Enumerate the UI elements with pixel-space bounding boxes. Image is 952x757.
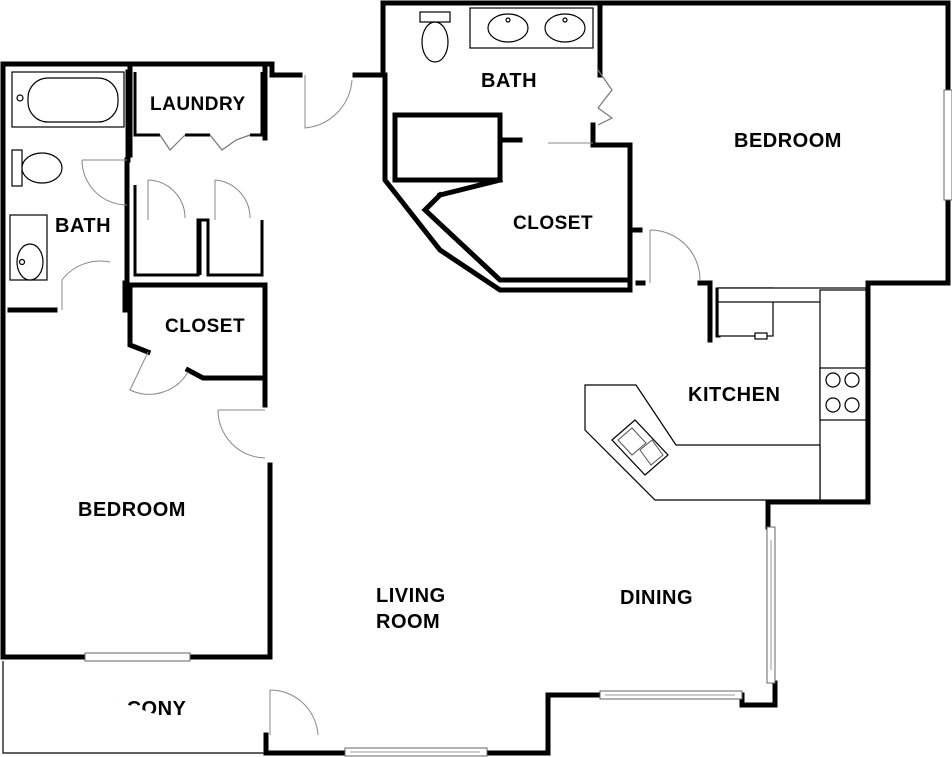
room-label-dining: DINING: [620, 587, 693, 609]
fixtures: [9, 7, 867, 501]
window-bedroom-right: [943, 89, 952, 201]
interior-walls: [7, 0, 721, 408]
stove-icon: [819, 367, 867, 421]
room-label-closet-left: CLOSET: [165, 316, 245, 337]
balcony-outline: [2, 661, 266, 754]
room-label-living-line1: LIVING: [376, 585, 446, 607]
room-label-laundry: LAUNDRY: [150, 94, 246, 115]
room-label-bedroom-right: BEDROOM: [734, 130, 842, 152]
kitchen-sink-icon: [611, 419, 669, 476]
toilet-icon: [419, 11, 451, 63]
sink-icon: [9, 214, 48, 281]
room-label-bedroom-left: BEDROOM: [78, 499, 186, 521]
room-label-kitchen: KITCHEN: [688, 384, 780, 406]
windows: [84, 89, 952, 757]
toilet-icon: [11, 149, 63, 187]
doors: [61, 69, 701, 736]
room-label-closet-right: CLOSET: [513, 213, 593, 234]
room-label-bath-left: BATH: [55, 215, 111, 237]
room-labels: LAUNDRY BATH CLOSET BEDROOM BALCONY LIVI…: [55, 70, 842, 720]
bathtub-icon: [11, 71, 125, 128]
room-label-living-line2: ROOM: [376, 611, 440, 633]
room-label-bath-right: BATH: [481, 70, 537, 92]
double-sink-icon: [469, 7, 594, 49]
window-bedroom-left: [84, 652, 191, 662]
